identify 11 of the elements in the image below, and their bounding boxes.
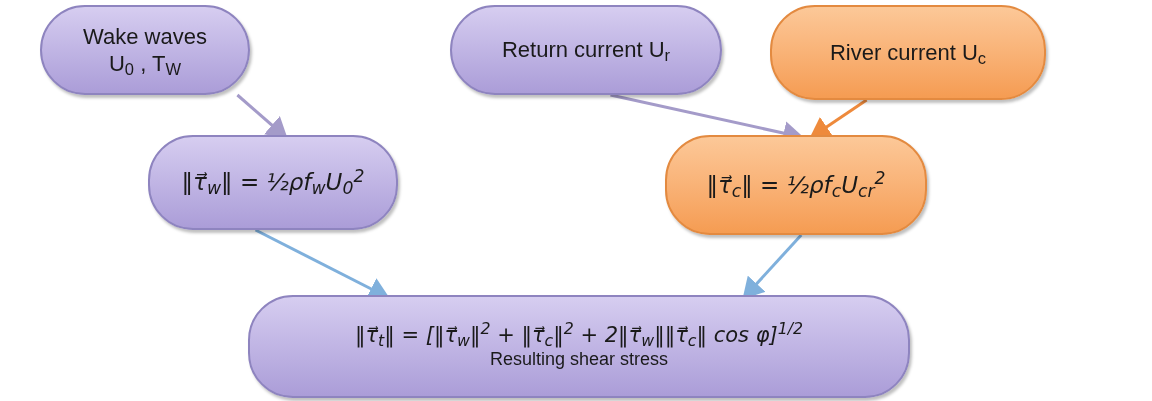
rounded-box [40, 5, 250, 95]
rounded-box [148, 135, 398, 230]
node-text: Wake waves U$_{0}$ , T$_{W}$ [82, 22, 208, 78]
node-text: River current U$_{c}$ [829, 38, 987, 67]
rounded-box [665, 135, 927, 235]
node-text: ‖τ⃗$_{t}$‖ = [‖τ⃗$_{w}$‖$^{2}$ + ‖τ⃗$_{c}$‖$^{2}$ + 2‖τ⃗$_{w}$‖‖τ⃗$_{c}$‖ cos φ]$^{1/2}$ [354, 322, 804, 349]
rounded-box [248, 295, 910, 398]
rounded-box [770, 5, 1046, 100]
rounded-box [450, 5, 722, 95]
caption-text: Resulting shear stress [489, 348, 669, 371]
node-text: Return current U$_{r}$ [501, 36, 671, 64]
